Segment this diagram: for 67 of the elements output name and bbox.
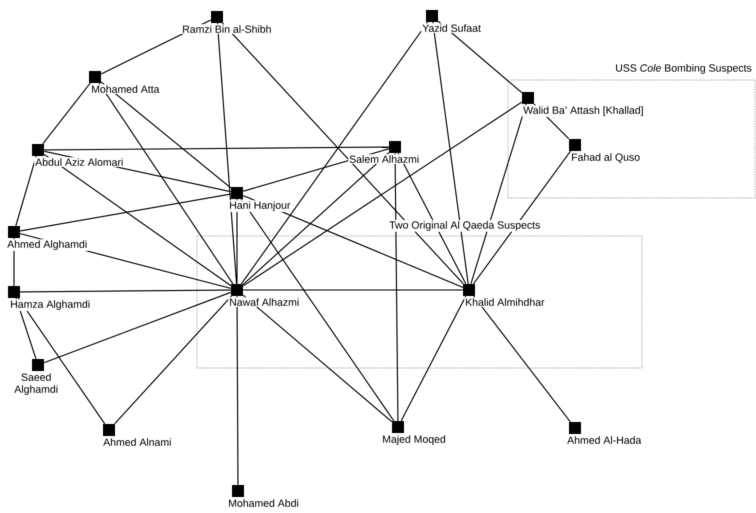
- name-label: Khalid Almihdhar: [464, 297, 546, 307]
- node-square: [569, 139, 581, 151]
- node-square: [232, 485, 244, 497]
- connector-line: [20, 194, 231, 232]
- name-label: Nawaf Alhazmi: [228, 297, 300, 307]
- node-square: [392, 421, 404, 433]
- group-box: [508, 80, 756, 198]
- connector-line: [100, 82, 232, 188]
- connector-line: [242, 102, 522, 286]
- group-heading: USS Cole Bombing Suspects: [614, 63, 753, 75]
- connector-line: [216, 23, 238, 284]
- node-square: [522, 92, 534, 104]
- connector-line: [18, 298, 106, 424]
- node-square: [569, 422, 581, 434]
- node-square: [231, 187, 243, 199]
- node-square: [89, 71, 101, 83]
- connector-line: [473, 296, 571, 422]
- node-square: [426, 10, 438, 22]
- connector-line: [243, 195, 464, 288]
- group-heading: Two Original Al Qaeda Suspects: [388, 220, 542, 232]
- connector-line: [15, 156, 37, 226]
- connector-line: [438, 20, 522, 94]
- connector-line: [432, 22, 469, 284]
- connector-line: [44, 146, 389, 150]
- connector-line: [42, 82, 91, 144]
- name-label: Ramzi Bin al-Shibh: [181, 24, 272, 34]
- connector-line: [400, 296, 466, 422]
- connector-line: [98, 82, 234, 284]
- connector-line: [470, 104, 527, 284]
- node-square: [103, 424, 115, 436]
- name-label: Ahmed Alghamdi: [6, 239, 88, 251]
- node-square: [389, 141, 401, 153]
- connector-line: [242, 294, 392, 422]
- name-label: Yazid Sufaat: [421, 23, 482, 33]
- name-label: Mohamed Abdi: [227, 498, 300, 508]
- connector-line: [236, 296, 239, 485]
- connector-line: [20, 290, 231, 292]
- name-label: Majed Moqed: [381, 434, 447, 446]
- connector-line: [394, 153, 398, 421]
- node-square: [32, 359, 44, 371]
- name-label: Hani Hanjour: [228, 200, 292, 212]
- name-label: Mohamed Atta: [90, 84, 160, 94]
- name-label: Salem Alhazmi: [348, 154, 420, 164]
- connector-line: [243, 289, 463, 291]
- connector-line: [240, 22, 428, 284]
- group-box: [196, 236, 642, 368]
- connector-line: [240, 198, 394, 422]
- name-label: Hamza Alghamdi: [9, 299, 92, 311]
- node-square: [32, 144, 44, 156]
- name-label: Abdul Aziz Alomari: [34, 157, 124, 167]
- name-label: Saeed Alghamdi: [12, 372, 60, 396]
- name-label: Ahmed Alnami: [102, 437, 172, 447]
- connector-line: [44, 292, 231, 364]
- node-square: [211, 11, 223, 23]
- name-label: Fahad al Quso: [570, 152, 642, 164]
- node-square: [8, 226, 20, 238]
- node-square: [231, 284, 243, 296]
- connector-line: [236, 199, 238, 284]
- connector-line: [473, 150, 571, 284]
- name-label: Walid Ba’ Attash [Khallad]: [522, 105, 645, 117]
- connector-line: [114, 296, 232, 424]
- name-label: Ahmed Al-Hada: [566, 435, 642, 445]
- connector-line: [44, 154, 232, 286]
- connector-line: [222, 22, 464, 284]
- connector-line: [242, 152, 390, 285]
- node-square: [463, 284, 475, 296]
- node-square: [8, 286, 20, 298]
